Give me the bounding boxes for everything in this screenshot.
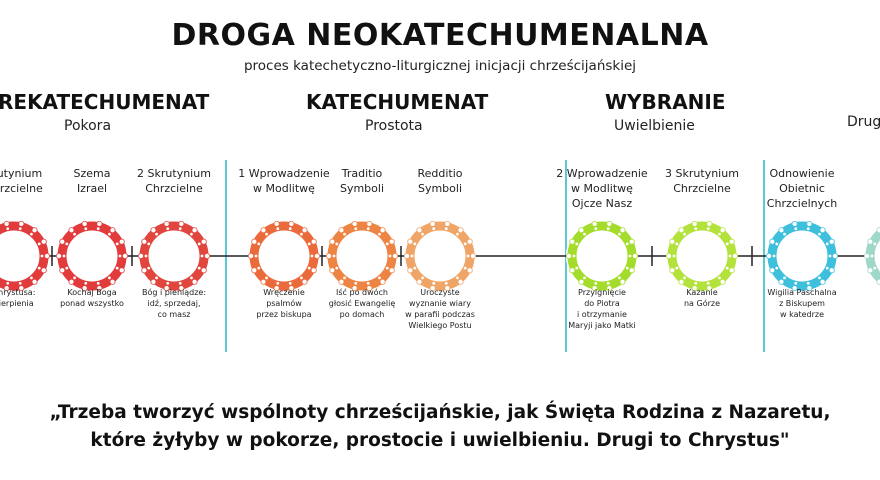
step-label: Redditio Symboli (417, 167, 463, 195)
step-circle (666, 220, 739, 292)
step-circle (403, 220, 476, 292)
step-circle (766, 220, 839, 292)
quote-line-1: „Trzeba tworzyć wspólnoty chrześcijański… (49, 402, 831, 423)
step-circle (247, 220, 320, 292)
step-description: Bóg i pieniądze: idź, sprzedaj, co masz (141, 288, 207, 319)
step-label: 2 Skrutynium Chrzcielne (137, 167, 211, 195)
step-circle (566, 220, 639, 292)
step-label: Szema Izrael (73, 167, 111, 195)
step-circle (864, 226, 880, 286)
step-label: Traditio Symboli (339, 167, 385, 195)
step-description: Iść po dwóch głosić Ewangelię po domach (328, 288, 396, 319)
quote-line-2: które żyłyby w pokorze, prostocie i uwie… (90, 430, 790, 451)
stage-title-prekatechumenat: REKATECHUMENAT (0, 90, 210, 114)
stage-sub-prostota: Prostota (365, 118, 423, 134)
step-label: 1 Wprowadzenie w Modlitwę (238, 167, 330, 195)
step-circle (0, 220, 51, 292)
stage-title-katechumenat: KATECHUMENAT (306, 90, 489, 114)
stage-sub-pokora: Pokora (64, 118, 112, 134)
step-description: Chrystusa: cierpienia (0, 288, 36, 308)
stage-title-wybranie: WYBRANIE (605, 90, 726, 114)
step-description: Wigilia Paschalna z Biskupem w katedrze (767, 288, 837, 319)
stage-sub-drugi: Drug (847, 114, 880, 130)
step-description: Wręczenie psalmów przez biskupa (256, 288, 312, 319)
stage-sub-uwielbienie: Uwielbienie (614, 118, 695, 134)
step-circle (325, 220, 398, 292)
step-description: Kochaj Boga ponad wszystko (60, 288, 124, 308)
step-circle (56, 220, 129, 292)
step-circle (137, 220, 210, 292)
step-description: Kazanie na Górze (683, 288, 721, 308)
step-description: Uroczyste wyznanie wiary w parafii podcz… (405, 288, 475, 330)
page-subtitle: proces katechetyczno-liturgicznej inicja… (243, 58, 637, 74)
step-label: 3 Skrutynium Chrzcielne (665, 167, 739, 195)
step-description: Przylgnięcie do Piotra i otrzymanie Mary… (568, 288, 636, 330)
step-label: Odnowienie Obietnic Chrzcielnych (766, 167, 838, 210)
quote: „Trzeba tworzyć wspólnoty chrześcijański… (0, 399, 880, 455)
page-title: DROGA NEOKATECHUMENALNA (171, 18, 709, 53)
step-label: krutynium Chrzcielne (0, 167, 43, 195)
step-label: 2 Wprowadzenie w Modlitwę Ojcze Nasz (556, 167, 648, 210)
